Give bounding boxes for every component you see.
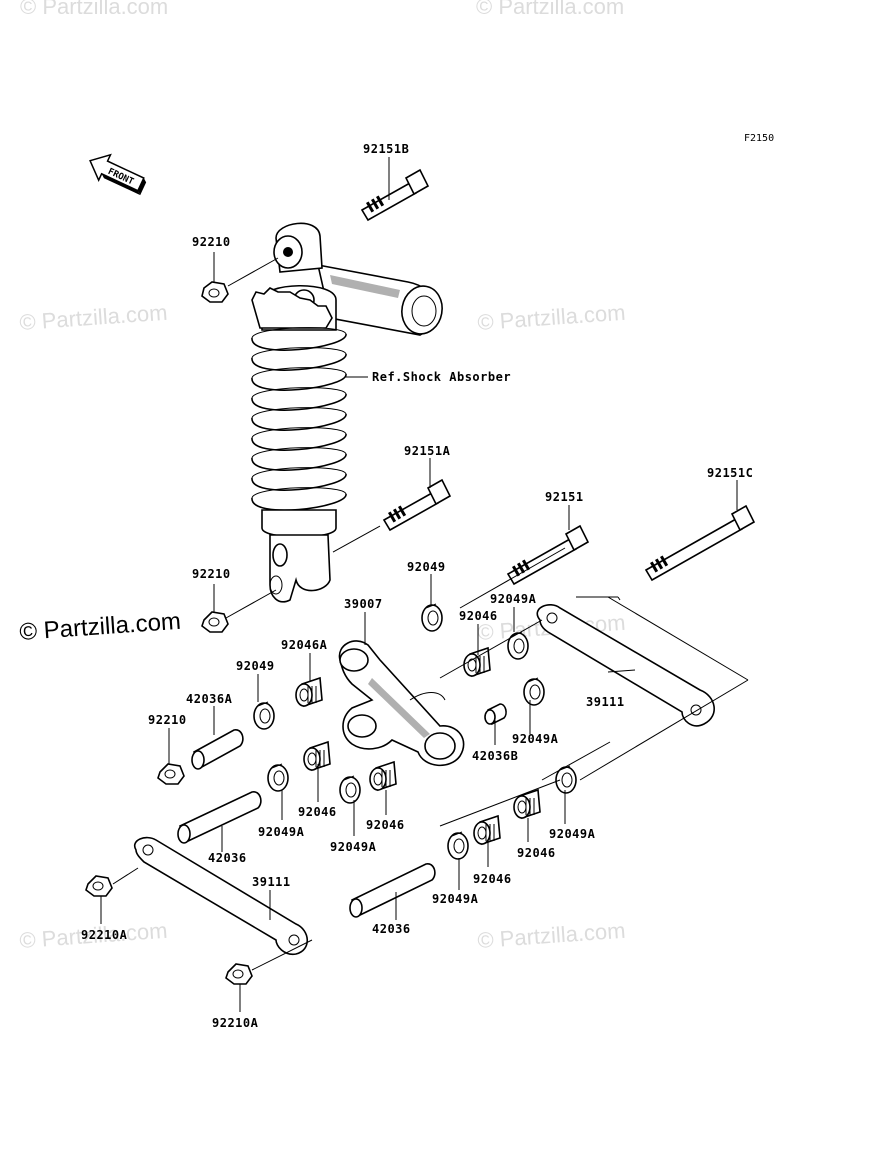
spring-coil <box>251 473 347 491</box>
spring-coil-back <box>251 327 347 339</box>
oil-seal <box>253 701 275 730</box>
label-92046: 92046 <box>473 872 512 886</box>
needle-bearing <box>473 814 501 846</box>
collar-42036-b <box>349 863 436 918</box>
label-92049: 92049 <box>407 560 446 574</box>
bolt-92151A <box>382 478 452 532</box>
label-39111: 39111 <box>252 875 291 889</box>
label-92046: 92046 <box>459 609 498 623</box>
nut-92210A-a <box>85 875 113 897</box>
needle-bearing <box>513 788 541 820</box>
bolt-92151 <box>506 524 590 586</box>
spring-coil <box>251 353 347 371</box>
oil-seals <box>253 603 577 860</box>
nut-92210A-b <box>225 963 253 985</box>
spring-coil <box>251 373 347 391</box>
spring-coil-back <box>251 467 347 479</box>
label-92046A: 92046A <box>281 638 328 652</box>
label-92151B: 92151B <box>363 142 409 156</box>
label-92210: 92210 <box>192 567 231 581</box>
label-92049A: 92049A <box>432 892 479 906</box>
label-92151A: 92151A <box>404 444 451 458</box>
collar-42036B <box>484 703 507 726</box>
spring-coil <box>251 453 347 471</box>
needle-bearing <box>463 646 491 678</box>
oil-seal <box>555 765 577 794</box>
needle-bearings <box>295 646 541 846</box>
label-42036: 42036 <box>208 851 247 865</box>
label-92151: 92151 <box>545 490 584 504</box>
oil-seal <box>507 631 529 660</box>
front-arrow-icon: FRONT <box>89 153 147 196</box>
watermark: © Partzilla.com <box>476 0 624 19</box>
needle-bearing <box>369 760 397 792</box>
spring-coil-back <box>251 387 347 399</box>
label-92210A: 92210A <box>81 928 128 942</box>
label-92049A: 92049A <box>549 827 596 841</box>
watermark: © Partzilla.com <box>477 300 627 335</box>
needle-bearing <box>303 740 331 772</box>
label-92046: 92046 <box>298 805 337 819</box>
link-39111-left <box>133 836 309 956</box>
figure-code: F2150 <box>744 133 774 144</box>
watermark: © Partzilla.com <box>19 300 169 335</box>
spring-coil-back <box>251 347 347 359</box>
shock-absorber <box>251 222 443 603</box>
oil-seal <box>267 763 289 792</box>
label-92046: 92046 <box>366 818 405 832</box>
spring-coil-back <box>251 367 347 379</box>
collar-42036A <box>191 729 244 770</box>
spring-coil-back <box>251 407 347 419</box>
spring-coils <box>251 327 347 511</box>
spring-coil <box>251 493 347 511</box>
label-92049A: 92049A <box>512 732 559 746</box>
rocker-arm-39007 <box>338 640 465 767</box>
label-42036: 42036 <box>372 922 411 936</box>
label-ref-shock-absorber: Ref.Shock Absorber <box>372 370 511 384</box>
leader-lines <box>100 157 749 1012</box>
label-92210A: 92210A <box>212 1016 259 1030</box>
label-92049A: 92049A <box>490 592 537 606</box>
label-92210: 92210 <box>192 235 231 249</box>
oil-seal <box>523 677 545 706</box>
spring-coil <box>251 393 347 411</box>
spring-coil <box>251 413 347 431</box>
spring-coil <box>251 333 347 351</box>
label-92049A: 92049A <box>330 840 377 854</box>
bolt-92151C <box>644 504 756 582</box>
oil-seal <box>421 603 443 632</box>
watermark-main: © Partzilla.com <box>19 608 182 646</box>
label-42036A: 42036A <box>186 692 233 706</box>
needle-bearing <box>295 676 323 708</box>
nut-92210-mid <box>201 611 229 633</box>
part-labels: 92151B 92210 Ref.Shock Absorber 92151A 9… <box>81 142 753 1030</box>
spring-coil-back <box>251 427 347 439</box>
label-42036B: 42036B <box>472 749 518 763</box>
watermark: © Partzilla.com <box>477 918 627 953</box>
oil-seal <box>447 831 469 860</box>
label-92049: 92049 <box>236 659 275 673</box>
spring-coil-back <box>251 487 347 499</box>
nut-92210-low <box>157 763 185 785</box>
link-39111-right <box>536 604 715 727</box>
label-39111: 39111 <box>586 695 625 709</box>
watermark: © Partzilla.com <box>20 0 168 19</box>
bolt-92151B <box>360 168 430 222</box>
spring-coil <box>251 433 347 451</box>
label-92049A: 92049A <box>258 825 305 839</box>
oil-seal <box>339 775 361 804</box>
collar-42036-a <box>177 791 262 844</box>
label-92151C: 92151C <box>707 466 753 480</box>
nut-92210-top <box>201 281 229 303</box>
label-92210: 92210 <box>148 713 187 727</box>
label-39007: 39007 <box>344 597 383 611</box>
label-92046: 92046 <box>517 846 556 860</box>
spring-coil-back <box>251 447 347 459</box>
